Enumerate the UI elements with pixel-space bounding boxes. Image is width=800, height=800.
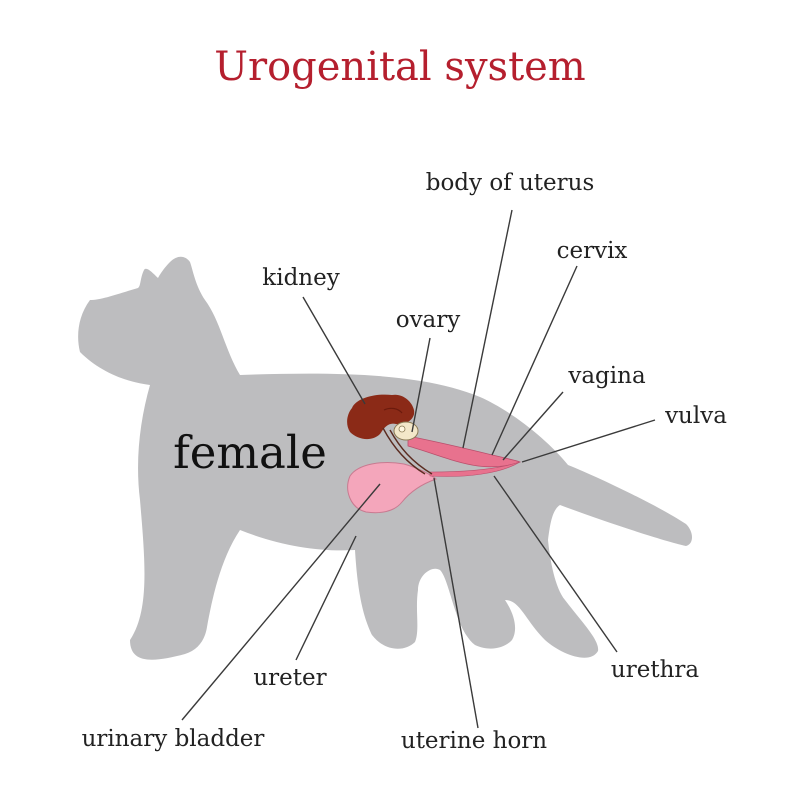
label-body-of-uterus: body of uterus <box>426 170 595 196</box>
leader-lines <box>181 209 656 729</box>
label-vulva: vulva <box>664 403 727 429</box>
ovary-shape <box>393 421 419 441</box>
leader-cervix <box>491 265 578 456</box>
leader-urinary-bladder <box>181 483 381 721</box>
label-cervix: cervix <box>557 238 628 264</box>
cat-silhouette <box>78 256 693 660</box>
label-ovary: ovary <box>396 307 461 333</box>
ovary-follicle <box>398 425 406 433</box>
label-ureter: ureter <box>253 665 326 691</box>
leader-vulva <box>521 419 656 463</box>
leader-urethra <box>493 475 618 653</box>
label-urinary-bladder: urinary bladder <box>82 726 265 752</box>
urinary-bladder-shape <box>347 462 437 514</box>
leader-uterine-horn <box>433 477 479 729</box>
leader-kidney <box>302 296 366 405</box>
sex-label: female <box>173 426 327 479</box>
label-uterine-horn: uterine horn <box>401 728 547 754</box>
label-vagina: vagina <box>567 363 646 389</box>
vagina-shape <box>429 461 521 477</box>
kidney-shape <box>347 394 415 440</box>
leader-ovary <box>411 337 431 433</box>
ureter-tube-2 <box>389 429 433 475</box>
leader-body-of-uterus <box>462 209 513 449</box>
leader-ureter <box>295 535 357 661</box>
label-urethra: urethra <box>611 657 699 683</box>
page-title: Urogenital system <box>214 44 586 90</box>
leader-vagina <box>502 391 564 461</box>
kidney-notch <box>383 407 403 414</box>
label-kidney: kidney <box>262 265 339 291</box>
ureter-tube <box>382 427 426 475</box>
